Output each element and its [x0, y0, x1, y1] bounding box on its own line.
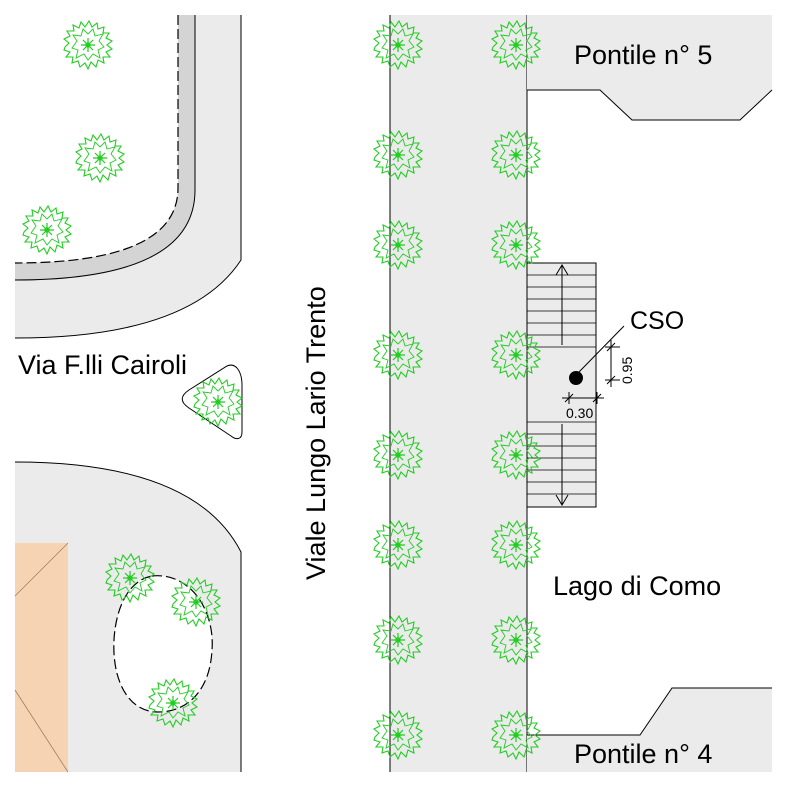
pier-4 — [527, 688, 772, 772]
label-pier-4: Pontile n° 4 — [574, 739, 712, 769]
label-street-cairoli: Via F.lli Cairoli — [18, 350, 187, 380]
pier-4-outline — [527, 687, 772, 736]
dimension-horizontal — [562, 392, 604, 404]
label-pier-5: Pontile n° 5 — [574, 40, 712, 70]
dimension-label-vertical: 0.95 — [619, 357, 635, 384]
roundabout-island — [113, 575, 213, 713]
curb-upper-left — [14, 15, 242, 339]
building-hatch — [14, 542, 69, 773]
kerb-line-upper-left — [14, 15, 196, 281]
label-cso: CSO — [630, 307, 684, 335]
kerb-dashed-line — [14, 15, 179, 264]
stairs-arrow-up — [555, 264, 569, 345]
label-lake: Lago di Como — [553, 571, 721, 601]
dimension-label-horizontal: 0.30 — [566, 405, 593, 421]
cso-leader — [578, 325, 625, 373]
pier-5 — [527, 15, 772, 120]
label-street-lungo-lario: Viale Lungo Lario Trento — [301, 286, 331, 580]
pier-5-outline — [527, 89, 773, 121]
cso-outfall-icon — [569, 371, 583, 385]
dimension-vertical — [605, 340, 620, 387]
building — [15, 543, 68, 772]
curb-lower-left — [14, 461, 242, 772]
stairs-arrow-down — [555, 424, 569, 506]
